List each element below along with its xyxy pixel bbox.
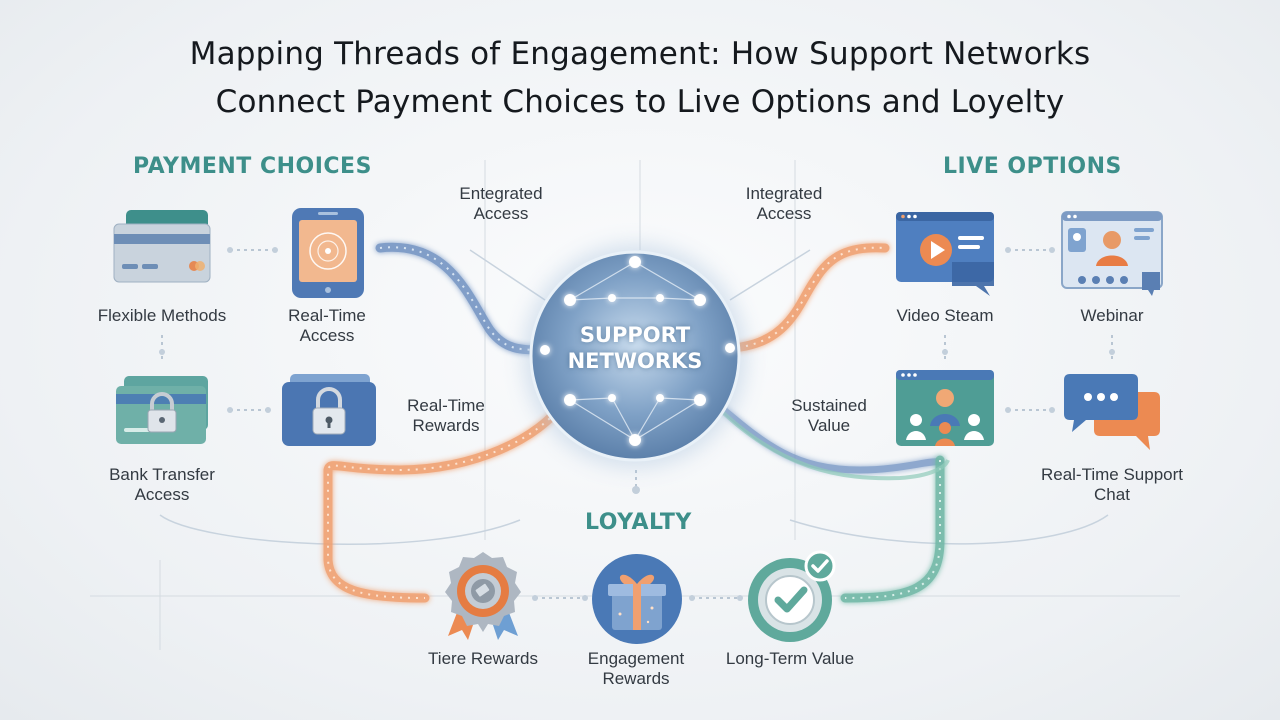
section-payment-choices: PAYMENT CHOICES xyxy=(133,154,372,179)
page-title: Mapping Threads of Engagement: How Suppo… xyxy=(0,30,1280,126)
label-real-time-support-chat-line-1: Real-Time Support xyxy=(1040,465,1184,484)
chat-bubbles-icon xyxy=(1064,374,1160,450)
connector-label-integrated-line-1: Integrated xyxy=(745,184,823,203)
connector-label-real-time-rewards: Real-Time Rewards xyxy=(366,396,526,436)
connector-label-entegrated-access: Entegrated Access xyxy=(421,184,581,224)
video-player-icon xyxy=(896,212,994,296)
wire-blue-left-sparkle xyxy=(379,246,546,351)
connector-label-integrated-line-2: Access xyxy=(756,204,812,223)
hub-label: SUPPORT NETWORKS xyxy=(529,322,741,374)
label-real-time-support-chat-line-2: Chat xyxy=(1094,485,1130,504)
section-live-options: LIVE OPTIONS xyxy=(943,154,1122,179)
hub-label-line-1: SUPPORT xyxy=(579,323,691,347)
connector-label-entegrated-line-1: Entegrated xyxy=(459,184,543,203)
label-tiere-rewards: Tiere Rewards xyxy=(428,649,538,668)
label-engagement-rewards-line-1: Engagement xyxy=(587,649,685,668)
connector-label-sustained-value: Sustained Value xyxy=(749,396,909,436)
gift-icon xyxy=(592,554,682,644)
label-bank-transfer-line-2: Access xyxy=(134,485,190,504)
medal-icon xyxy=(445,552,521,640)
wire-orange-right xyxy=(725,243,890,353)
label-engagement-rewards-line-2: Rewards xyxy=(602,669,670,688)
wire-orange-right-sparkle xyxy=(729,246,886,349)
label-real-time-access-line-1: Real-Time xyxy=(288,306,366,325)
label-real-time-access-line-2: Access xyxy=(299,326,355,345)
label-bank-transfer: Bank Transfer Access xyxy=(62,465,262,505)
label-real-time-access: Real-Time Access xyxy=(227,306,427,346)
tablet-icon xyxy=(292,208,364,298)
wallet-lock-icon xyxy=(282,374,376,446)
section-loyalty: LOYALTY xyxy=(585,510,692,535)
connector-dots xyxy=(159,247,1115,601)
icon-connectors xyxy=(161,249,1113,599)
hub-label-line-2: NETWORKS xyxy=(567,349,703,373)
connector-label-entegrated-line-2: Access xyxy=(473,204,529,223)
label-bank-transfer-line-1: Bank Transfer xyxy=(109,465,215,484)
wire-green-hub xyxy=(710,400,950,481)
credit-card-icon xyxy=(113,210,211,283)
wire-orange-left-sparkle xyxy=(327,399,566,599)
label-video-stream: Video Steam xyxy=(896,306,994,325)
hub-nodes xyxy=(540,256,735,446)
label-real-time-support-chat: Real-Time Support Chat xyxy=(1012,465,1212,505)
connector-label-sustained-line-1: Sustained xyxy=(791,396,867,415)
connector-label-sustained-line-2: Value xyxy=(807,416,851,435)
padlock-card-icon xyxy=(116,376,208,444)
webinar-icon xyxy=(1061,211,1163,296)
label-long-term-value: Long-Term Value xyxy=(725,649,855,668)
connector-label-rewards-line-2: Rewards xyxy=(412,416,480,435)
video-meeting-icon xyxy=(896,370,994,446)
checkmark-badge-icon xyxy=(748,550,836,642)
label-webinar: Webinar xyxy=(1080,306,1144,325)
label-engagement-rewards: Engagement Rewards xyxy=(536,649,736,689)
connector-label-rewards-line-1: Real-Time xyxy=(407,396,485,415)
wire-green-right xyxy=(840,455,945,603)
label-leaders xyxy=(159,249,1109,545)
wire-blue-right xyxy=(708,396,944,474)
connector-label-integrated-access: Integrated Access xyxy=(704,184,864,224)
label-flexible-methods: Flexible Methods xyxy=(97,306,227,325)
title-line-2: Connect Payment Choices to Live Options … xyxy=(215,84,1065,120)
title-line-1: Mapping Threads of Engagement: How Suppo… xyxy=(189,36,1091,72)
hub-network xyxy=(569,261,701,441)
